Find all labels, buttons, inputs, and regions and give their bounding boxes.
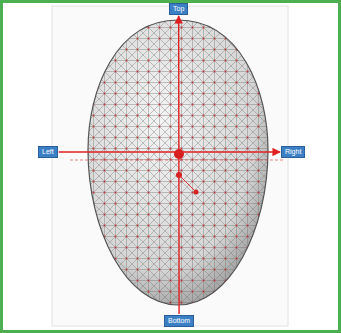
egg-outline: [88, 20, 268, 305]
axis-line: [59, 151, 280, 152]
panel: [52, 6, 288, 326]
guide-line: [70, 160, 285, 161]
egg-mesh: [80, 15, 280, 315]
axis-label-box: Right: [281, 146, 305, 158]
axis-label-box: Top: [169, 3, 188, 15]
axis-label-box: Left: [38, 146, 58, 158]
axis-line: [178, 16, 180, 314]
axis-label: Right: [285, 148, 301, 156]
axis-label-box: Bottom: [164, 315, 194, 327]
axis-label: Top: [173, 5, 184, 13]
guide-line: [179, 175, 196, 192]
axis-label: Bottom: [168, 317, 190, 325]
axis-label: Left: [42, 148, 54, 156]
